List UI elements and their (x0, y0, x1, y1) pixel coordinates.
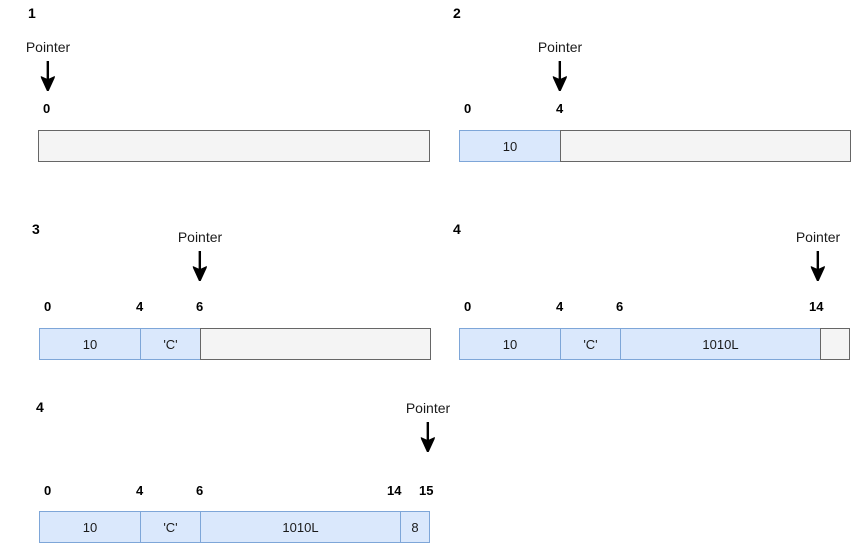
index-label-0: 0 (464, 101, 472, 116)
index-label-14: 14 (387, 483, 402, 498)
index-label-0: 0 (464, 299, 472, 314)
memory-bar: 10 (459, 130, 851, 162)
panel-number: 3 (32, 221, 40, 237)
pointer-label: Pointer (405, 400, 451, 416)
arrow-down-icon (192, 251, 207, 282)
panel-number: 1 (28, 5, 36, 21)
memory-cell: 'C' (140, 328, 201, 360)
arrow-down-icon (420, 422, 435, 453)
pointer-marker: Pointer (405, 400, 451, 453)
index-label-0: 0 (43, 101, 51, 116)
memory-cell (200, 328, 431, 360)
index-label-4: 4 (136, 299, 144, 314)
pointer-label: Pointer (795, 229, 841, 245)
memory-cell (820, 328, 850, 360)
memory-cell: 10 (39, 511, 141, 543)
index-label-4: 4 (136, 483, 144, 498)
memory-cell (38, 130, 430, 162)
memory-cell: 'C' (560, 328, 621, 360)
pointer-label: Pointer (177, 229, 223, 245)
memory-bar: 10 'C' 1010L (459, 328, 851, 360)
panel-number: 4 (453, 221, 461, 237)
memory-cell: 10 (459, 328, 561, 360)
memory-bar: 10 'C' (39, 328, 431, 360)
panel-number: 2 (453, 5, 461, 21)
index-label-0: 0 (44, 483, 52, 498)
arrow-down-icon (552, 61, 567, 92)
memory-cell: 8 (400, 511, 430, 543)
index-label-4: 4 (556, 101, 564, 116)
arrow-down-icon (40, 61, 55, 92)
index-label-6: 6 (196, 483, 204, 498)
pointer-marker: Pointer (177, 229, 223, 282)
index-label-4: 4 (556, 299, 564, 314)
index-label-15: 15 (419, 483, 434, 498)
pointer-label: Pointer (25, 39, 71, 55)
pointer-marker: Pointer (537, 39, 583, 92)
memory-cell: 1010L (200, 511, 401, 543)
index-label-6: 6 (196, 299, 204, 314)
index-label-6: 6 (616, 299, 624, 314)
arrow-down-icon (810, 251, 825, 282)
index-label-14: 14 (809, 299, 824, 314)
pointer-marker: Pointer (795, 229, 841, 282)
memory-cell: 10 (459, 130, 561, 162)
pointer-marker: Pointer (25, 39, 71, 92)
index-label-0: 0 (44, 299, 52, 314)
memory-bar: 10 'C' 1010L 8 (39, 511, 431, 543)
memory-cell: 'C' (140, 511, 201, 543)
pointer-label: Pointer (537, 39, 583, 55)
memory-cell: 10 (39, 328, 141, 360)
panel-number: 4 (36, 399, 44, 415)
memory-cell: 1010L (620, 328, 821, 360)
memory-bar (38, 130, 430, 162)
memory-cell (560, 130, 851, 162)
